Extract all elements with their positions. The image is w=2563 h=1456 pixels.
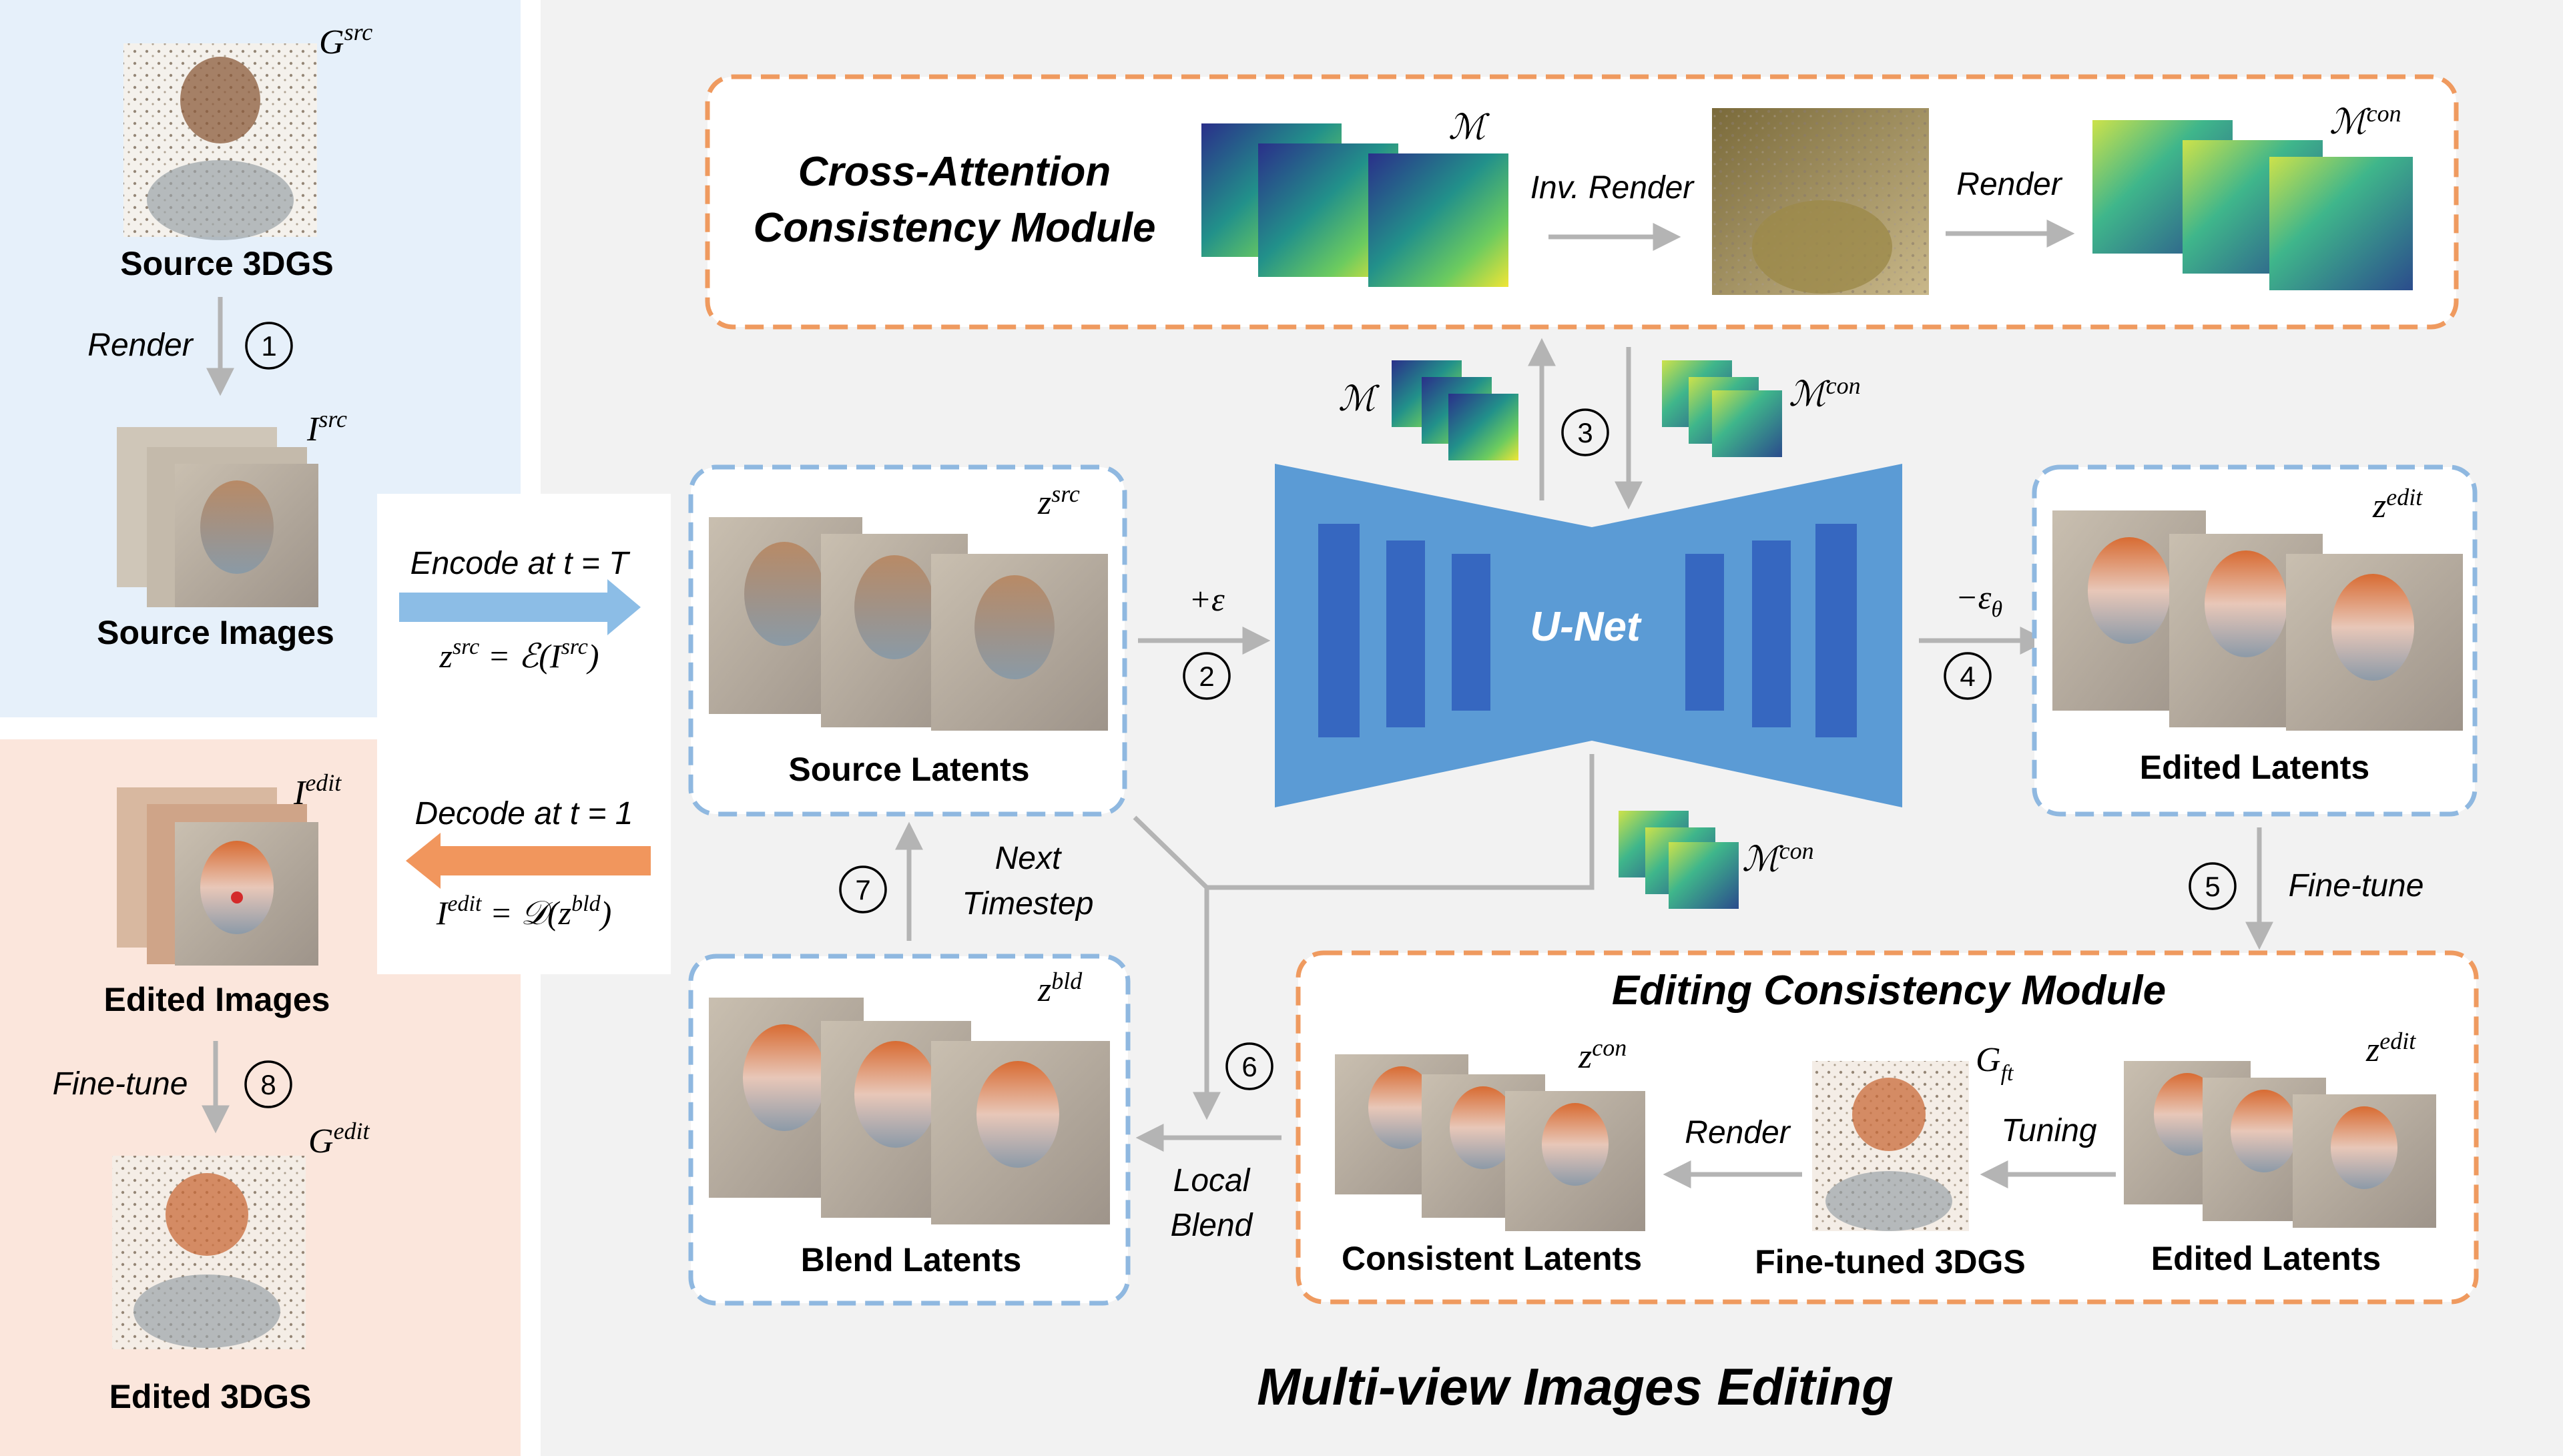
svg-text:4: 4 (1960, 661, 1975, 692)
svg-text:6: 6 (1241, 1051, 1257, 1082)
svg-text:3: 3 (1577, 417, 1593, 448)
source-latents-label: Source Latents (788, 751, 1029, 788)
source-latents-images (709, 517, 1108, 731)
blend-latents-images (709, 998, 1110, 1224)
z-bld-label: zbld (1037, 968, 1083, 1009)
g-edit-label: Gedit (308, 1118, 370, 1160)
render-label-cacm: Render (1956, 167, 2062, 202)
finetune-label-right: Fine-tune (2289, 868, 2424, 903)
m-con-small-stack-top (1662, 360, 1782, 457)
next-timestep-label-1: Next (995, 841, 1062, 876)
inverse-rendered-3dgs-image (1712, 108, 1929, 295)
svg-text:7: 7 (855, 874, 870, 905)
svg-text:2: 2 (1199, 661, 1214, 692)
step-8-badge: 8 (244, 1060, 292, 1108)
cacm-box (705, 74, 2459, 330)
i-src-label: Isrc (306, 406, 347, 448)
edited-latents-label-bottom: Edited Latents (2151, 1240, 2381, 1277)
m-label-middle: ℳ (1338, 380, 1380, 418)
edited-latents-images-bottom (2124, 1061, 2436, 1228)
m-con-small-stack-bottom (1619, 811, 1739, 909)
step-7-badge: 7 (839, 865, 887, 914)
consistent-maps-stack (2092, 120, 2413, 290)
edited-images-stack (117, 787, 318, 966)
edited-images-label: Edited Images (104, 981, 330, 1018)
z-src-label: zsrc (1037, 480, 1080, 522)
local-blend-label-1: Local (1173, 1163, 1251, 1198)
g-src-label: Gsrc (319, 19, 372, 61)
unet-block (1275, 464, 1902, 807)
source-images-stack (117, 427, 318, 607)
consistent-latents-images (1335, 1054, 1645, 1231)
m-con-label-bottom: ℳcon (1742, 837, 1814, 879)
render-label-left: Render (87, 328, 194, 363)
inv-render-label: Inv. Render (1530, 170, 1695, 206)
m-small-stack (1392, 360, 1518, 460)
consistent-latents-label: Consistent Latents (1342, 1240, 1642, 1277)
step-1-badge: 1 (245, 322, 293, 370)
m-con-label-cacm: ℳcon (2329, 100, 2401, 141)
encode-arrow (399, 579, 641, 635)
m-label-cacm: ℳ (1448, 109, 1490, 147)
step-6-badge: 6 (1225, 1042, 1273, 1090)
plus-eps-label: +ε (1189, 581, 1225, 618)
encode-decode-gap (377, 494, 671, 974)
svg-text:8: 8 (260, 1069, 276, 1100)
z-edit-label-bottom: zedit (2365, 1028, 2416, 1069)
svg-text:1: 1 (261, 330, 276, 362)
source-images-label: Source Images (97, 614, 334, 651)
finetuned-3dgs-label: Fine-tuned 3DGS (1755, 1243, 2026, 1281)
step-3-badge: 3 (1561, 408, 1609, 456)
g-ft-label: Gft (1976, 1041, 2014, 1086)
finetuned-3dgs-image (1812, 1061, 1969, 1231)
decode-formula: Iedit = 𝒟(zbld) (436, 891, 612, 932)
next-timestep-label-2: Timestep (962, 886, 1094, 922)
finetune-label-left: Fine-tune (53, 1066, 188, 1102)
encode-formula: zsrc = ℰ(Isrc) (439, 635, 599, 675)
source-to-blend-line (1133, 754, 1595, 890)
edited-latents-images-top (2052, 510, 2463, 731)
decode-label: Decode at t = 1 (415, 796, 633, 831)
cacm-title-line1: Cross-Attention (798, 149, 1111, 195)
edited-latents-label-top: Edited Latents (2140, 749, 2369, 786)
z-edit-label-top: zedit (2372, 484, 2423, 525)
minus-eps-label: −εθ (1956, 579, 2002, 622)
step-2-badge: 2 (1183, 652, 1231, 700)
edited-3dgs-label: Edited 3DGS (109, 1378, 312, 1415)
edited-3dgs-image (112, 1156, 306, 1349)
step-5-badge: 5 (2189, 862, 2237, 910)
encode-label: Encode at t = T (410, 546, 631, 581)
cacm-title-line2: Consistency Module (754, 205, 1156, 251)
source-3dgs-label: Source 3DGS (120, 245, 334, 282)
local-blend-label-2: Blend (1171, 1208, 1253, 1243)
z-con-label: zcon (1578, 1034, 1627, 1076)
render-label-ecm: Render (1685, 1115, 1791, 1150)
attention-maps-stack (1201, 123, 1508, 287)
ecm-title: Editing Consistency Module (1612, 968, 2166, 1014)
tuning-label: Tuning (2001, 1113, 2097, 1148)
m-con-label-middle: ℳcon (1789, 372, 1861, 414)
i-edit-label: Iedit (293, 769, 342, 812)
blend-latents-label: Blend Latents (801, 1241, 1022, 1279)
svg-text:5: 5 (2205, 871, 2220, 902)
source-3dgs-image (123, 43, 317, 240)
step-4-badge: 4 (1944, 652, 1992, 700)
footer-title: Multi-view Images Editing (1257, 1357, 1893, 1416)
unet-label: U-Net (1530, 604, 1642, 650)
decode-arrow (406, 833, 651, 889)
